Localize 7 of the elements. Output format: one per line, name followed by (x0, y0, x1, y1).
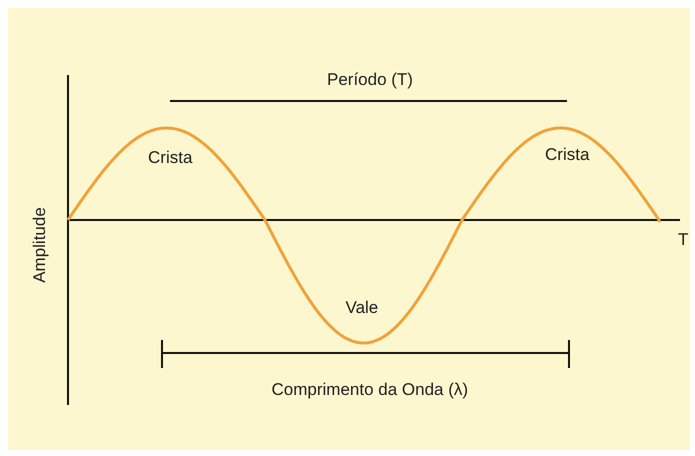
crest-label: Crista (148, 148, 192, 168)
wavelength-label: Comprimento da Onda (λ) (272, 380, 468, 400)
axis-label: T (678, 230, 688, 250)
period-label: Período (T) (327, 70, 413, 90)
trough-label: Vale (346, 298, 378, 318)
crest-label: Crista (545, 145, 590, 165)
axis-label: Amplitude (30, 207, 50, 283)
